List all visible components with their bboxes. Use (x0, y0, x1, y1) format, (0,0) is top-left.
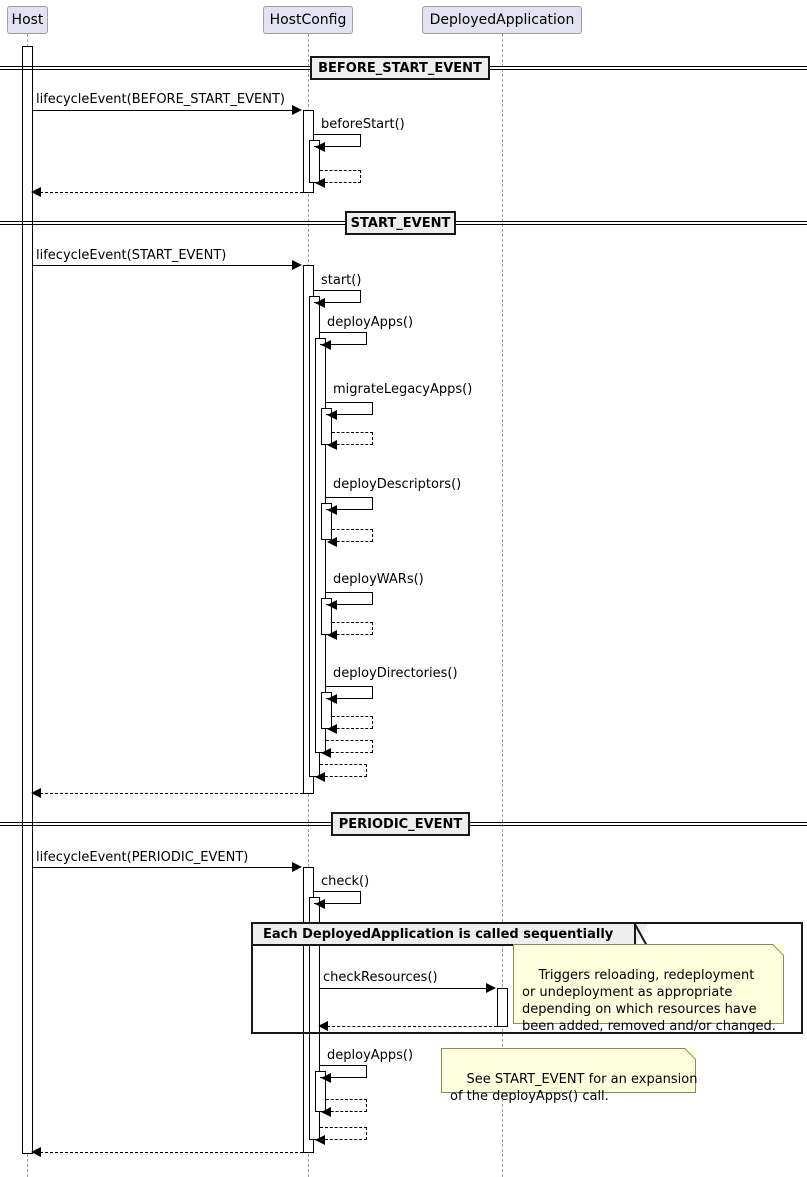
message-selfreturn-deploywars (332, 622, 373, 635)
participant-deployedapplication-label: DeployedApplication (429, 12, 575, 28)
note-deployapps: See START_EVENT for an expansion of the … (441, 1048, 697, 1104)
message-line-lifecycleevent-beforestart (33, 110, 293, 111)
participant-host-label: Host (11, 12, 44, 28)
message-arrowhead-migratelegacyapps (327, 410, 337, 420)
participant-host[interactable]: Host (7, 6, 48, 34)
message-arrowhead-selfreturn-beforestart (315, 178, 325, 188)
participant-hostconfig-label: HostConfig (269, 12, 347, 28)
message-selfreturn-deploydirectories (332, 716, 373, 729)
activation-deployedapplication-checkresources (497, 988, 508, 1027)
message-label-lifecycleevent-start: lifecycleEvent(START_EVENT) (36, 248, 227, 263)
message-arrowhead-lifecycleevent-start (292, 260, 302, 270)
divider-periodic-label: PERIODIC_EVENT (338, 816, 463, 832)
activation-hostconfig-deployapps-periodic (315, 1071, 326, 1112)
message-arrowhead-selfreturn-deploydescriptors (327, 537, 337, 547)
divider-before-start-label: BEFORE_START_EVENT (318, 60, 482, 76)
message-arrowhead-selfreturn-migratelegacyapps (327, 440, 337, 450)
message-line-return-checkresources (327, 1026, 497, 1027)
message-label-checkresources: checkResources() (323, 970, 438, 985)
divider-before-start: BEFORE_START_EVENT (310, 56, 490, 80)
activation-hostconfig-deploydirectories (321, 692, 332, 729)
divider-start: START_EVENT (345, 211, 456, 235)
divider-start-label: START_EVENT (350, 215, 451, 231)
message-selfreturn-deployapps-start (326, 740, 373, 753)
message-line-lifecycleevent-periodic (33, 867, 293, 868)
message-arrowhead-selfreturn-check (315, 1135, 325, 1145)
lifeline-deployedapplication (502, 34, 503, 1177)
note-checkresources: Triggers reloading, redeployment or unde… (513, 944, 784, 1034)
activation-hostconfig-periodic-l2 (309, 897, 320, 1140)
message-arrowhead-beforestart (315, 142, 325, 152)
message-selfreturn-start (320, 764, 367, 777)
activation-hostconfig-start-l3 (315, 338, 326, 753)
message-line-lifecycleevent-start (33, 265, 293, 266)
message-arrowhead-selfreturn-deployapps-periodic (321, 1107, 331, 1117)
group-tab-label: Each DeployedApplication is called seque… (263, 926, 614, 942)
message-label-start: start() (321, 273, 362, 288)
message-label-deployapps-periodic: deployApps() (327, 1048, 414, 1063)
message-label-deploywars: deployWARs() (333, 572, 424, 587)
message-selfreturn-deploydescriptors (332, 529, 373, 542)
participant-hostconfig[interactable]: HostConfig (263, 6, 353, 34)
message-line-return-beforestart (40, 192, 303, 193)
message-label-lifecycleevent-periodic: lifecycleEvent(PERIODIC_EVENT) (36, 850, 249, 865)
message-arrowhead-deploydescriptors (327, 505, 337, 515)
message-line-return-periodic (40, 1152, 303, 1153)
message-label-lifecycleevent-beforestart: lifecycleEvent(BEFORE_START_EVENT) (36, 92, 285, 107)
note-checkresources-fold (773, 944, 784, 955)
activation-hostconfig-deploydescriptors (321, 503, 332, 540)
message-label-beforestart: beforeStart() (321, 117, 405, 132)
group-frame-each-deployedapplication (251, 922, 803, 1034)
activation-host-root (22, 46, 33, 1154)
group-tab-cut (636, 924, 648, 946)
message-selfcall-deployapps-start (320, 332, 367, 345)
message-arrowhead-lifecycleevent-beforestart (292, 105, 302, 115)
message-arrowhead-return-checkresources (318, 1021, 328, 1031)
activation-hostconfig-beforestart-inner (309, 140, 320, 183)
message-arrowhead-return-start (31, 788, 41, 798)
note-deployapps-text: See START_EVENT for an expansion of the … (450, 1072, 698, 1104)
message-line-checkresources (320, 988, 487, 989)
message-label-deploydescriptors: deployDescriptors() (333, 477, 462, 492)
message-selfcall-deploydescriptors (326, 497, 373, 510)
activation-hostconfig-migratelegacyapps (321, 408, 332, 445)
message-selfcall-deploydirectories (326, 686, 373, 699)
message-label-deployapps-start: deployApps() (327, 315, 414, 330)
message-selfcall-migratelegacyapps (326, 402, 373, 415)
message-label-deploydirectories: deployDirectories() (333, 666, 458, 681)
note-deployapps-fold (685, 1048, 696, 1059)
message-arrowhead-selfreturn-deploydirectories (327, 724, 337, 734)
message-arrowhead-start (315, 298, 325, 308)
activation-hostconfig-deploywars (321, 598, 332, 635)
message-arrowhead-deployapps-periodic (321, 1073, 331, 1083)
message-arrowhead-deploydirectories (327, 694, 337, 704)
message-arrowhead-return-periodic (31, 1147, 41, 1157)
message-selfcall-deployapps-periodic (320, 1065, 367, 1078)
message-arrowhead-check (315, 899, 325, 909)
message-arrowhead-lifecycleevent-periodic (292, 862, 302, 872)
message-arrowhead-return-beforestart (31, 187, 41, 197)
group-tab-each-deployedapplication: Each DeployedApplication is called seque… (253, 924, 636, 946)
participant-deployedapplication[interactable]: DeployedApplication (422, 6, 582, 34)
message-arrowhead-selfreturn-start (315, 772, 325, 782)
message-selfcall-beforestart (314, 134, 361, 147)
message-arrowhead-checkresources (486, 983, 496, 993)
message-selfreturn-beforestart (320, 170, 361, 183)
divider-periodic: PERIODIC_EVENT (331, 812, 470, 836)
message-selfreturn-check (320, 1127, 367, 1140)
message-line-return-start (40, 793, 303, 794)
message-arrowhead-selfreturn-deploywars (327, 630, 337, 640)
message-arrowhead-deployapps-start (321, 340, 331, 350)
message-selfcall-deploywars (326, 592, 373, 605)
message-label-migratelegacyapps: migrateLegacyApps() (333, 382, 473, 397)
message-selfcall-start (314, 290, 361, 303)
message-label-check: check() (321, 874, 370, 889)
message-selfreturn-deployapps-periodic (326, 1099, 367, 1112)
note-checkresources-text: Triggers reloading, redeployment or unde… (522, 968, 776, 1034)
message-selfreturn-migratelegacyapps (332, 432, 373, 445)
message-arrowhead-deploywars (327, 600, 337, 610)
message-arrowhead-selfreturn-deployapps-start (321, 748, 331, 758)
message-selfcall-check (314, 891, 361, 904)
